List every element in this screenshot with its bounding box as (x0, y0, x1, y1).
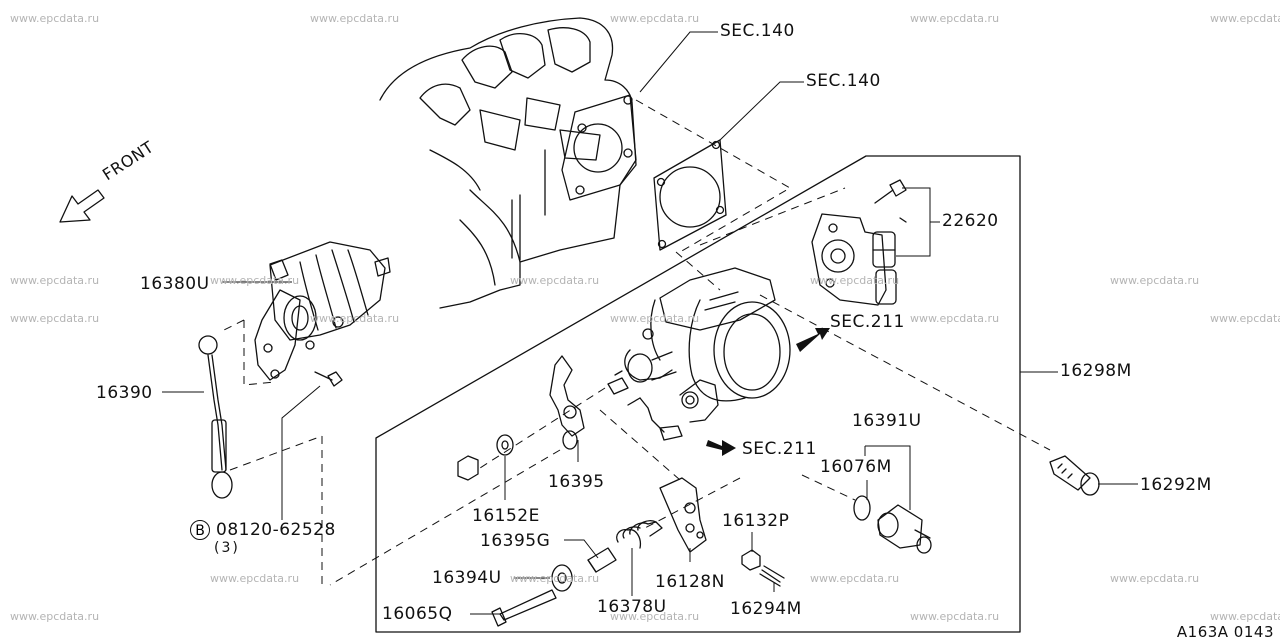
idle-solenoid (853, 495, 932, 554)
watermark: www.epcdata.ru (10, 12, 100, 25)
bolt-symbol-icon: B (190, 520, 210, 540)
throttle-body (614, 267, 791, 441)
throttle-gasket (653, 139, 727, 251)
label-16395g[interactable]: 16395G (480, 531, 551, 551)
watermark: www.epcdata.ru (810, 572, 900, 585)
label-16395[interactable]: 16395 (548, 472, 605, 492)
bracket-nut (741, 549, 761, 571)
label-16298m[interactable]: 16298M (1060, 361, 1132, 381)
spring-bushing (587, 547, 617, 573)
sec211-arrow-bottom-icon (706, 440, 736, 456)
label-08120-62528[interactable]: 08120-62528 (216, 520, 336, 540)
throttle-position-sensor (811, 213, 897, 306)
diagram-code: A163A 0143 (1176, 623, 1274, 641)
label-16292m[interactable]: 16292M (1140, 475, 1212, 495)
label-16076m[interactable]: 16076M (820, 457, 892, 477)
throttle-return-spring (616, 520, 663, 549)
label-22620[interactable]: 22620 (942, 211, 999, 231)
watermark: www.epcdata.ru (10, 312, 100, 325)
watermark: www.epcdata.ru (610, 610, 700, 623)
washer (496, 434, 514, 456)
spring-bracket (659, 477, 707, 553)
label-16294m[interactable]: 16294M (730, 599, 802, 619)
sensor-screws (874, 179, 907, 223)
watermark: www.epcdata.ru (310, 312, 400, 325)
idle-air-control-valve (254, 241, 391, 381)
watermark: www.epcdata.ru (1210, 312, 1280, 325)
lever-screw (607, 377, 629, 395)
dashed-guides (219, 99, 1051, 586)
watermark: www.epcdata.ru (610, 12, 700, 25)
label-sec-140-top[interactable]: SEC.140 (720, 21, 795, 41)
throttle-lever (549, 355, 585, 450)
label-16378u[interactable]: 16378U (597, 597, 667, 617)
watermark: www.epcdata.ru (1110, 274, 1200, 287)
plug-bolt (1049, 455, 1100, 496)
label-16394u[interactable]: 16394U (432, 568, 502, 588)
watermark: www.epcdata.ru (210, 572, 300, 585)
bracket-screw (759, 565, 785, 587)
watermark: www.epcdata.ru (1110, 572, 1200, 585)
watermark: www.epcdata.ru (1210, 12, 1280, 25)
watermark: www.epcdata.ru (10, 274, 100, 287)
label-16391u[interactable]: 16391U (852, 411, 922, 431)
watermark: www.epcdata.ru (1210, 610, 1280, 623)
label-16128n[interactable]: 16128N (655, 572, 725, 592)
watermark: www.epcdata.ru (610, 312, 700, 325)
label-16132p[interactable]: 16132P (722, 511, 790, 531)
watermark: www.epcdata.ru (910, 610, 1000, 623)
watermark: www.epcdata.ru (10, 610, 100, 623)
label-16380u[interactable]: 16380U (140, 274, 210, 294)
label-16152e[interactable]: 16152E (472, 506, 540, 526)
watermark: www.epcdata.ru (310, 12, 400, 25)
assembly-enclosure (375, 155, 1021, 633)
watermark: www.epcdata.ru (510, 572, 600, 585)
leader-lines (162, 31, 1138, 615)
label-16065q[interactable]: 16065Q (382, 604, 453, 624)
watermark: www.epcdata.ru (510, 274, 600, 287)
label-sec-211-bottom[interactable]: SEC.211 (742, 439, 817, 459)
long-screw (491, 589, 557, 627)
sec211-arrow-top-icon (796, 328, 830, 352)
control-rod (198, 335, 233, 499)
label-quantity: (3) (214, 540, 240, 556)
mounting-bolt (314, 371, 343, 387)
front-arrow-icon (59, 189, 105, 223)
watermark: www.epcdata.ru (910, 12, 1000, 25)
label-16390[interactable]: 16390 (96, 383, 153, 403)
intake-manifold (379, 17, 637, 309)
watermark: www.epcdata.ru (210, 274, 300, 287)
nut (457, 455, 479, 481)
label-sec-140-gasket[interactable]: SEC.140 (806, 71, 881, 91)
watermark: www.epcdata.ru (910, 312, 1000, 325)
spring-collar (551, 564, 573, 592)
label-sec-211-top[interactable]: SEC.211 (830, 312, 905, 332)
watermark: www.epcdata.ru (810, 274, 900, 287)
